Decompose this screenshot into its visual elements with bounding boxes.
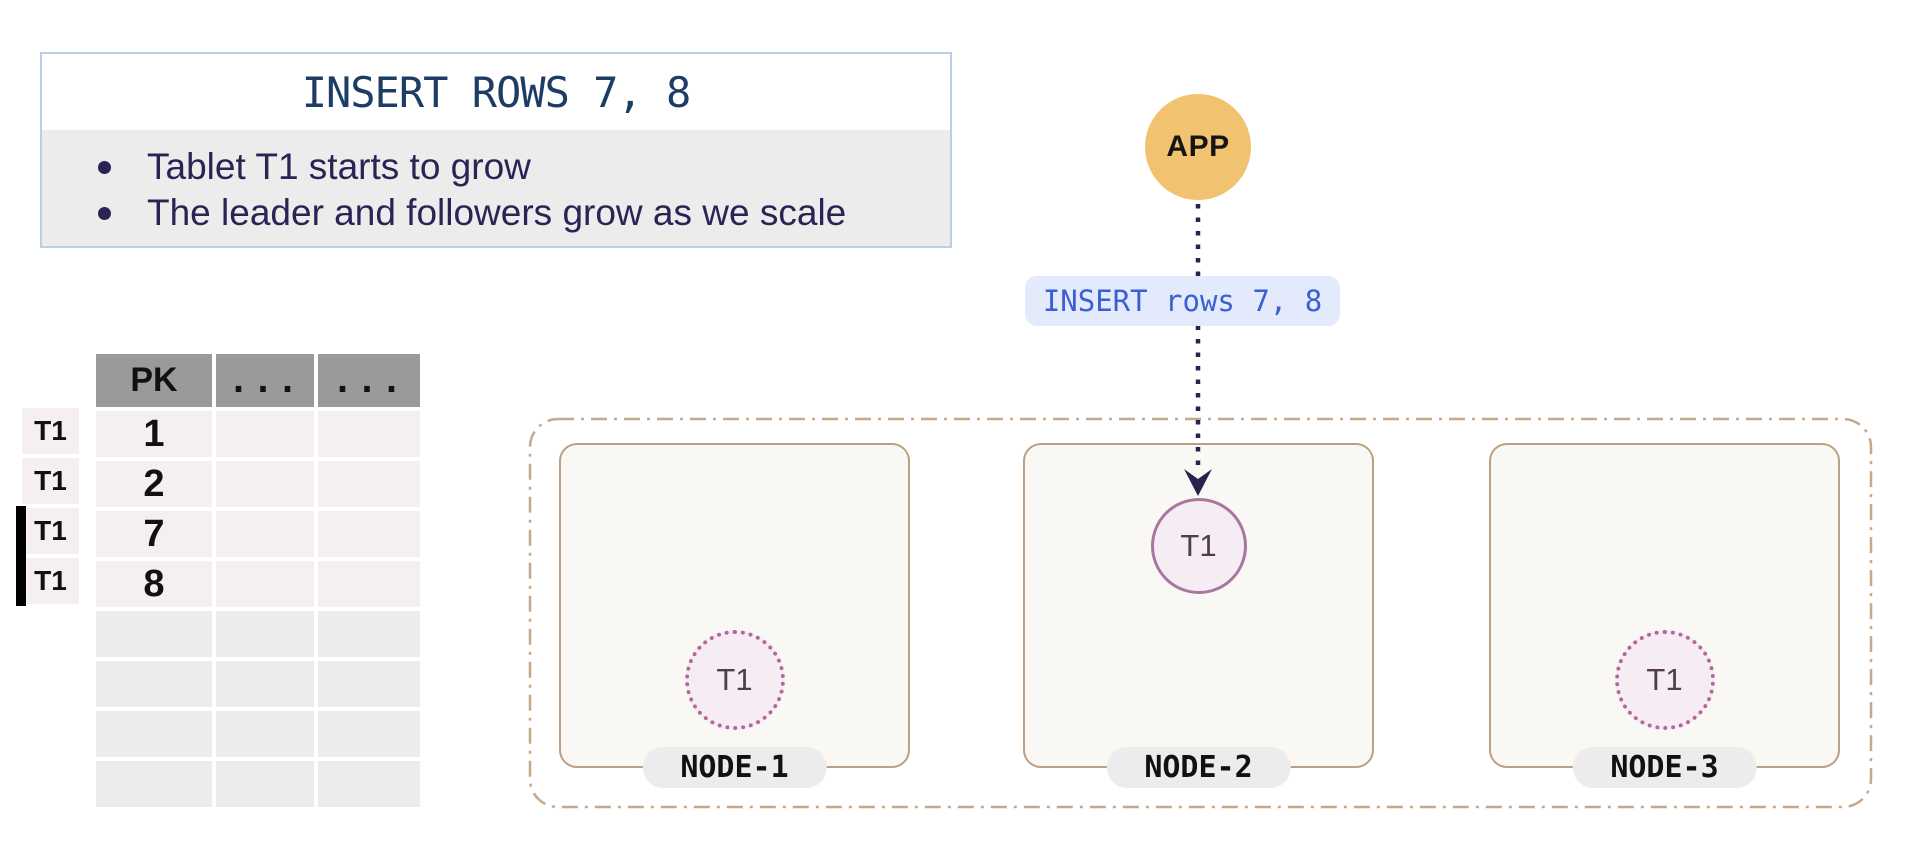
empty-cell (216, 711, 314, 757)
tablet-row-label: T1 (16, 556, 79, 606)
pk-cell: 1 (96, 411, 212, 457)
pk-table: PK ... ... 1 2 7 8 (96, 354, 420, 807)
table-header-pk: PK (96, 354, 212, 407)
tablet-t1-leader: T1 (1150, 498, 1247, 594)
bullet-text: The leader and followers grow as we scal… (147, 192, 847, 233)
tablet-label: T1 (716, 662, 753, 697)
tablet-row-label: T1 (22, 408, 79, 454)
value-cell (318, 411, 420, 457)
value-cell (216, 411, 314, 457)
empty-cell (216, 661, 314, 707)
empty-cell (216, 611, 314, 657)
tablet-t1-follower: T1 (684, 630, 785, 730)
tablet-row-label-text: T1 (34, 565, 67, 596)
tablet-t1-follower: T1 (1614, 630, 1715, 730)
insert-query-label: INSERT rows 7, 8 (1025, 276, 1340, 326)
tablet-label: T1 (1646, 662, 1683, 697)
table-header-ellipsis: ... (216, 354, 314, 407)
tablet-row-label-text: T1 (34, 465, 67, 496)
pk-cell: 7 (96, 511, 212, 557)
empty-cell (96, 611, 212, 657)
info-box: INSERT ROWS 7, 8 Tablet T1 starts to gro… (40, 52, 952, 248)
tablet-label-column: T1 T1 T1 T1 (16, 408, 79, 606)
bullet-dot-icon (98, 160, 111, 174)
node-2-box: T1 NODE-2 (1023, 443, 1374, 788)
tablet-row-label: T1 (16, 506, 79, 556)
app-label: APP (1166, 130, 1230, 163)
empty-cell (96, 711, 212, 757)
node-2-label: NODE-2 (1106, 747, 1291, 788)
empty-cell (96, 661, 212, 707)
node-3-label: NODE-3 (1572, 747, 1757, 788)
tablet-row-label-text: T1 (34, 415, 67, 446)
tablet-row-label-text: T1 (34, 515, 67, 546)
new-row-marker (16, 556, 26, 606)
new-row-marker (16, 506, 26, 556)
value-cell (216, 511, 314, 557)
bullet-item: The leader and followers grow as we scal… (98, 190, 930, 236)
node-1-label: NODE-1 (642, 747, 827, 788)
value-cell (216, 561, 314, 607)
node-3-box: T1 NODE-3 (1489, 443, 1840, 788)
empty-cell (318, 661, 420, 707)
info-bullet-list: Tablet T1 starts to grow The leader and … (42, 130, 950, 246)
value-cell (216, 461, 314, 507)
info-title: INSERT ROWS 7, 8 (42, 54, 950, 130)
table-header-ellipsis: ... (318, 354, 420, 407)
value-cell (318, 561, 420, 607)
empty-cell (216, 761, 314, 807)
empty-cell (318, 711, 420, 757)
empty-cell (96, 761, 212, 807)
tablet-label: T1 (1180, 528, 1217, 563)
tablet-row-label: T1 (22, 458, 79, 504)
value-cell (318, 511, 420, 557)
pk-cell: 2 (96, 461, 212, 507)
node-1-box: T1 NODE-1 (559, 443, 910, 788)
bullet-dot-icon (98, 206, 111, 220)
app-circle: APP (1145, 94, 1251, 200)
value-cell (318, 461, 420, 507)
empty-cell (318, 761, 420, 807)
pk-cell: 8 (96, 561, 212, 607)
bullet-text: Tablet T1 starts to grow (147, 146, 531, 187)
bullet-item: Tablet T1 starts to grow (98, 144, 930, 190)
empty-cell (318, 611, 420, 657)
